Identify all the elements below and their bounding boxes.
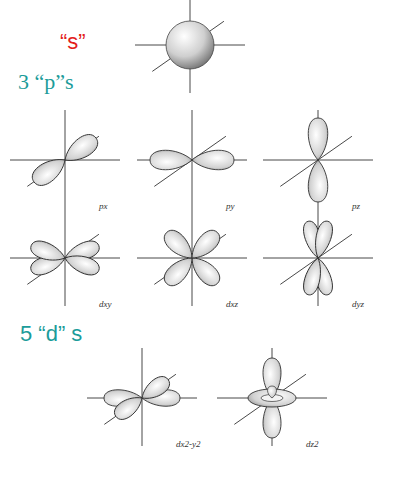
orbital-heading: “s”: [60, 30, 86, 54]
orbital-figure: [137, 110, 247, 208]
orbital-label: px: [99, 202, 108, 212]
s-sphere: [166, 21, 214, 69]
orbital-lobe: [301, 256, 325, 297]
axis-line: [192, 110, 193, 208]
orbital-lobe: [186, 226, 224, 264]
orbital-lobe: [268, 386, 277, 398]
axis-line: [152, 21, 224, 71]
orbital-lobe: [308, 160, 328, 202]
orbital-lobe: [137, 373, 173, 405]
orbital-lobe: [28, 238, 67, 266]
orbital-label: pz: [352, 202, 360, 212]
orbital-lobe: [59, 130, 101, 168]
orbital-label: py: [226, 202, 235, 212]
orbital-label: dz2: [306, 440, 319, 450]
orbital-figure: [137, 208, 247, 306]
orbital-label: dxy: [99, 300, 112, 310]
orbital-label: dxz: [226, 300, 238, 310]
orbital-label: dyz: [352, 300, 364, 310]
orbital-figure: [263, 110, 373, 208]
orbital-figure: [10, 208, 120, 306]
orbital-heading: 3 “p”s: [18, 70, 74, 94]
orbital-lobe: [150, 150, 192, 170]
orbital-lobe: [311, 219, 335, 260]
orbital-label: dx2-y2: [176, 440, 201, 450]
s-orbital: [135, 0, 245, 93]
orbital-figure: [217, 348, 327, 446]
orbital-lobe: [308, 118, 328, 160]
orbital-lobe: [160, 226, 198, 264]
orbital-lobe: [28, 152, 70, 190]
orbital-figure: [87, 348, 197, 446]
orbital-lobe: [192, 150, 234, 170]
orbital-figure: [10, 110, 120, 208]
orbital-heading: 5 “d” s: [20, 322, 82, 346]
orbital-lobe: [111, 391, 147, 423]
orbital-lobe: [62, 250, 101, 278]
orbital-figure: [263, 208, 373, 306]
